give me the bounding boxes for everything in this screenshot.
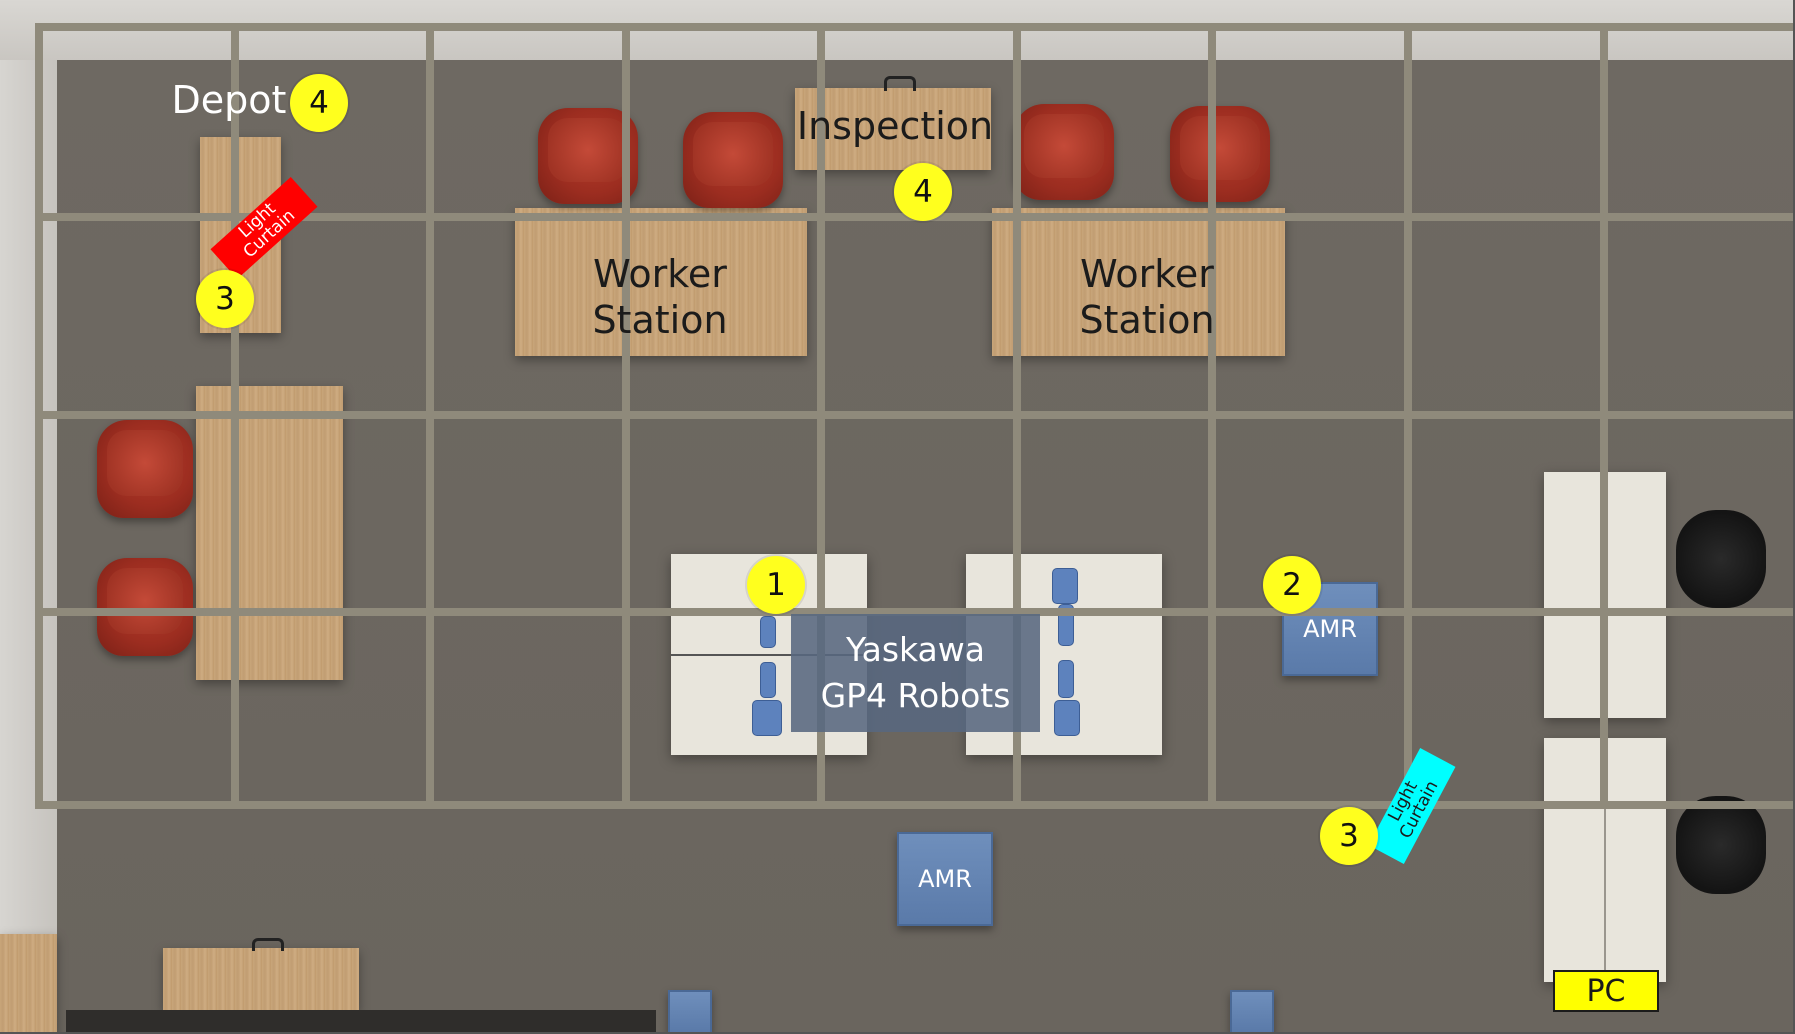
badge-light-curtain-right: 3 — [1320, 807, 1378, 865]
grid-line — [35, 411, 1793, 419]
robots-label-box: Yaskawa GP4 Robots — [791, 614, 1040, 732]
grid-line — [35, 801, 1793, 809]
chair — [683, 112, 783, 208]
worker-station-left-table — [515, 208, 807, 356]
worker-station-right-label: Worker Station — [1079, 252, 1215, 342]
robot-base — [1052, 568, 1078, 604]
chair — [538, 108, 638, 204]
charger-unit — [668, 990, 712, 1032]
badge-depot: 4 — [290, 74, 348, 132]
chair — [97, 420, 193, 518]
badge-amr: 2 — [1263, 556, 1321, 614]
badge-robots: 1 — [747, 556, 805, 614]
pc-box: PC — [1553, 970, 1659, 1012]
chair — [97, 558, 193, 656]
chair — [1170, 106, 1270, 202]
grid-line — [35, 23, 1793, 31]
robot-base — [752, 700, 782, 736]
grid-line — [1208, 23, 1216, 809]
grid-line — [231, 23, 239, 809]
grid-line — [426, 23, 434, 809]
amr-vehicle: AMR — [897, 832, 993, 926]
inspection-label: Inspection — [796, 104, 994, 148]
grid-line — [622, 23, 630, 809]
bottom-bench — [66, 1010, 656, 1032]
bottom-table-handle — [252, 938, 284, 951]
inspection-handle — [884, 76, 916, 91]
robot-arm-part — [760, 662, 776, 698]
robot-base — [1054, 700, 1080, 736]
worker-station-right-table — [992, 208, 1285, 356]
corner-table — [0, 934, 57, 1032]
robot-arm-part — [760, 616, 776, 648]
grid-line — [1404, 23, 1412, 809]
robot-arm-part — [1058, 660, 1074, 698]
left-long-table — [196, 386, 343, 680]
office-chair — [1676, 796, 1766, 894]
pc-label: PC — [1586, 973, 1626, 1009]
grid-line — [817, 23, 825, 809]
bottom-table — [163, 948, 359, 1010]
charger-unit — [1230, 990, 1274, 1032]
robots-label: Yaskawa GP4 Robots — [820, 629, 1011, 715]
depot-label: Depot — [171, 78, 287, 122]
grid-line — [35, 23, 43, 809]
amr-label: AMR — [918, 865, 972, 893]
table-seam — [671, 654, 867, 656]
chair — [1014, 104, 1114, 200]
inspection-table — [795, 88, 991, 170]
office-chair — [1676, 510, 1766, 608]
worker-station-left-label: Worker Station — [592, 252, 728, 342]
badge-light-curtain-left: 3 — [196, 270, 254, 328]
left-wall — [0, 60, 57, 1032]
grid-line — [35, 608, 1793, 616]
grid-line — [1013, 23, 1021, 809]
badge-inspection: 4 — [894, 163, 952, 221]
grid-line — [1600, 23, 1608, 809]
amr-label: AMR — [1303, 615, 1357, 643]
